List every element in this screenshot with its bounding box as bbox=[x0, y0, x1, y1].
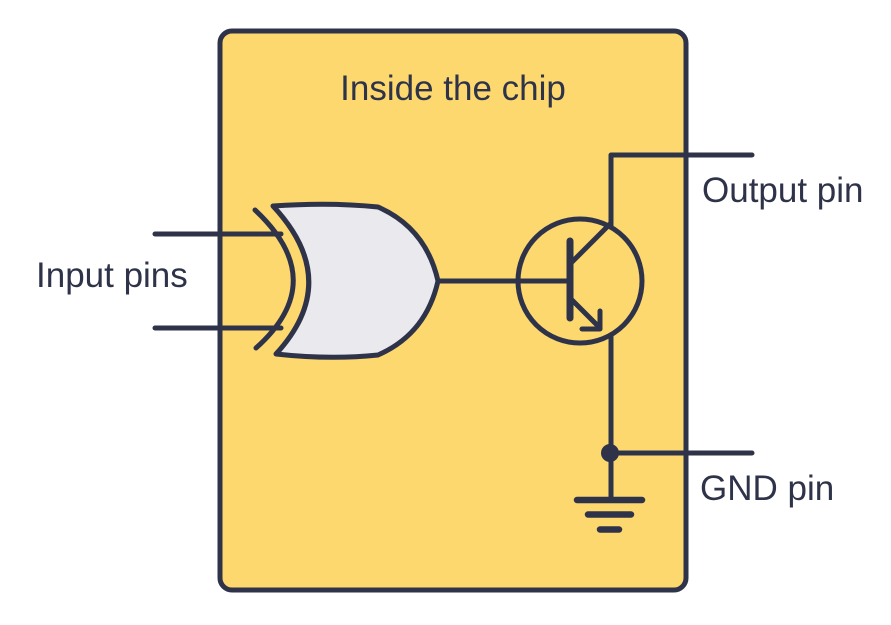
output-wire bbox=[608, 152, 755, 229]
gnd-pin-label: GND pin bbox=[700, 469, 835, 508]
transistor-emitter bbox=[567, 295, 603, 331]
xor-gate bbox=[252, 201, 441, 360]
transistor-emitter-arrowhead bbox=[579, 308, 603, 332]
ground-symbol bbox=[573, 496, 646, 533]
xor-gate-input-arc bbox=[252, 207, 296, 351]
output-pin-label: Output pin bbox=[702, 171, 864, 210]
chip-body bbox=[217, 28, 689, 593]
transistor-circle bbox=[515, 216, 645, 346]
input-pins-label: Input pins bbox=[36, 256, 188, 295]
diagram-title: Inside the chip bbox=[340, 69, 566, 108]
junction-dot bbox=[601, 444, 619, 462]
transistor-collector bbox=[567, 220, 614, 267]
npn-transistor bbox=[515, 216, 645, 346]
xor-gate-body bbox=[270, 201, 441, 360]
